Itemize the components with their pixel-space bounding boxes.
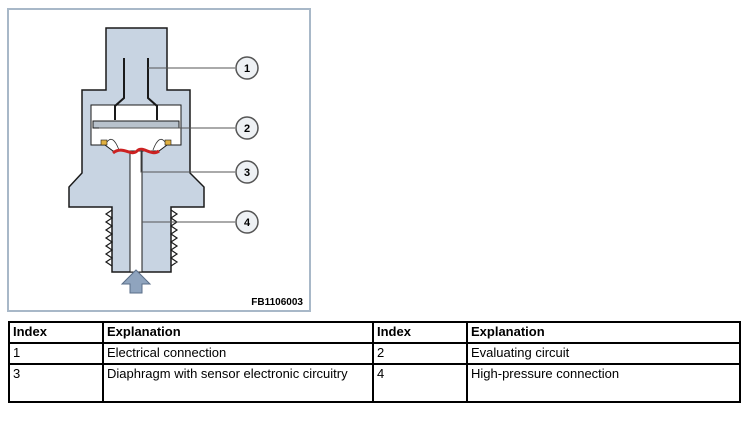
contact-pad-right <box>164 139 172 146</box>
explanation-cell: Electrical connection <box>102 342 374 365</box>
connector-pin-left <box>114 58 125 120</box>
callout-2-label: 2 <box>244 123 250 135</box>
legend-header-row: Index Explanation Index Explanation <box>8 321 741 344</box>
table-row: 1 Electrical connection 2 Evaluating cir… <box>8 342 741 365</box>
callout-1: 1 <box>235 56 259 80</box>
explanation-cell: High-pressure connection <box>466 363 741 403</box>
pressure-arrow-icon <box>120 269 152 294</box>
callout-4: 4 <box>235 210 259 234</box>
header-index: Index <box>372 321 468 344</box>
index-cell: 1 <box>8 342 104 365</box>
evaluating-circuit <box>92 120 180 129</box>
header-index: Index <box>8 321 104 344</box>
diaphragm <box>112 147 160 155</box>
header-explanation: Explanation <box>102 321 374 344</box>
bond-wire-left <box>106 138 120 151</box>
thread-left <box>104 209 114 267</box>
index-cell: 4 <box>372 363 468 403</box>
pressure-bore <box>129 150 143 273</box>
sensor-diagram: 1 2 3 4 FB1106003 <box>7 8 311 312</box>
index-cell: 2 <box>372 342 468 365</box>
callout-3: 3 <box>235 160 259 184</box>
explanation-cell: Diaphragm with sensor electronic circuit… <box>102 363 374 403</box>
callout-2: 2 <box>235 116 259 140</box>
figure-code: FB1106003 <box>251 297 303 308</box>
bond-wire-right <box>152 138 166 151</box>
table-row: 3 Diaphragm with sensor electronic circu… <box>8 363 741 403</box>
callout-1-label: 1 <box>244 63 250 75</box>
legend-table: Index Explanation Index Explanation 1 El… <box>8 321 741 403</box>
thread-right <box>169 209 179 267</box>
index-cell: 3 <box>8 363 104 403</box>
callout-3-label: 3 <box>244 167 250 179</box>
explanation-cell: Evaluating circuit <box>466 342 741 365</box>
callout-4-label: 4 <box>244 217 251 229</box>
contact-pad-left <box>100 139 108 146</box>
connector-pin-right <box>147 58 158 120</box>
header-explanation: Explanation <box>466 321 741 344</box>
leader-line-3 <box>140 150 235 173</box>
pressure-sensor-cutaway: 1 2 3 4 <box>68 27 259 294</box>
